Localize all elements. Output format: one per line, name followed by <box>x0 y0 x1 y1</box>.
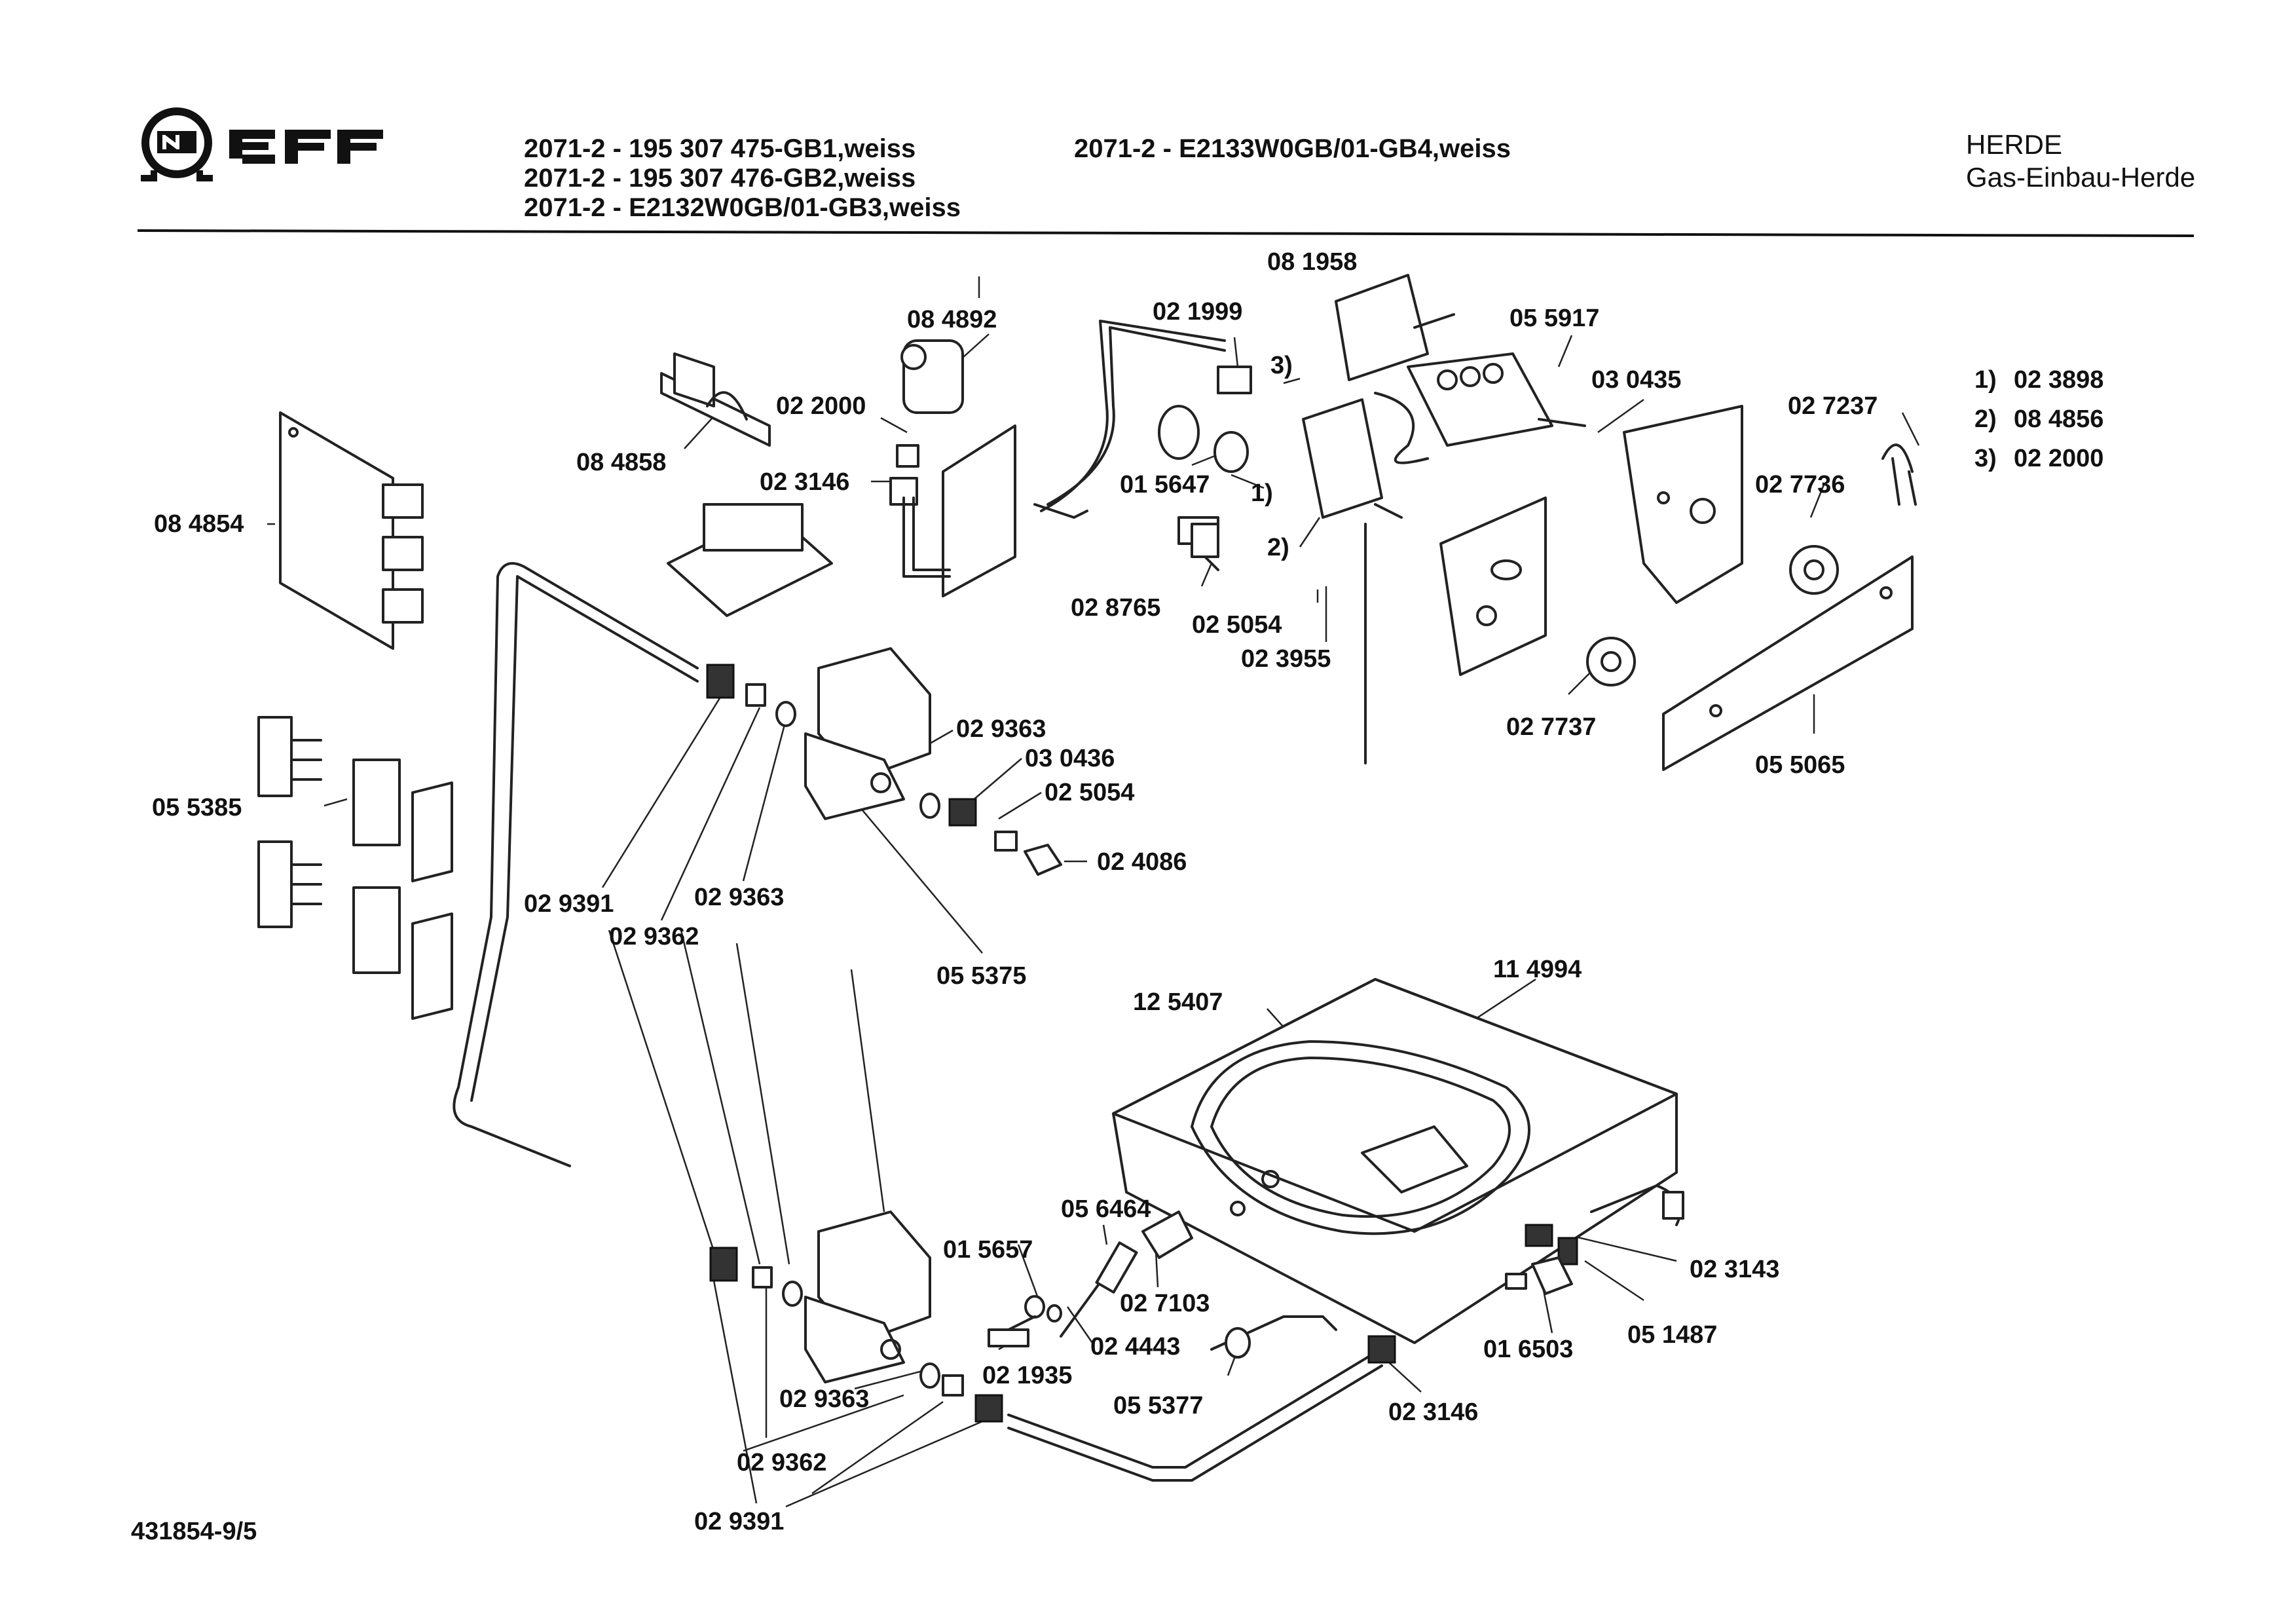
callout-029363a: 02 9363 <box>956 715 1046 743</box>
upper-fittings-part <box>706 664 796 727</box>
callout-030436: 03 0436 <box>1025 745 1115 772</box>
solenoid-valve-upper <box>804 647 1062 876</box>
callout-084854: 08 4854 <box>154 510 244 538</box>
document-number: 431854-9/5 <box>131 1518 257 1545</box>
callout-024086: 02 4086 <box>1097 848 1187 876</box>
mounting-strip-part <box>1662 555 1914 771</box>
callout-027736: 02 7736 <box>1755 471 1845 498</box>
callout-k2: 2) <box>1267 534 1289 561</box>
gas-pipe-part <box>453 562 699 1167</box>
callout-022000: 02 2000 <box>776 392 866 420</box>
callout-023955: 02 3955 <box>1241 645 1331 673</box>
callout-k1: 1) <box>1251 479 1273 507</box>
callout-056464: 05 6464 <box>1061 1195 1151 1223</box>
model-line-3: 2071-2 - E2132W0GB/01-GB3,weiss <box>524 193 961 222</box>
callout-030435: 03 0435 <box>1591 366 1681 394</box>
callout-k3: 3) <box>1270 352 1293 379</box>
callout-055385: 05 5385 <box>152 794 242 821</box>
model-line-4: 2071-2 - E2133W0GB/01-GB4,weiss <box>1074 134 1511 163</box>
legend-key-1: 1) <box>1974 366 1997 394</box>
thermostat-part <box>1335 274 1455 464</box>
callout-025054a: 02 5054 <box>1192 611 1282 639</box>
callout-023146b: 02 3146 <box>1388 1398 1478 1426</box>
legend-key-3: 3) <box>1974 445 1997 472</box>
legend-part-1: 02 3898 <box>2014 366 2103 394</box>
model-line-2: 2071-2 - 195 307 476-GB2,weiss <box>524 164 916 193</box>
callout-029363b: 02 9363 <box>694 884 784 911</box>
callout-024443: 02 4443 <box>1090 1333 1180 1361</box>
callout-084858: 08 4858 <box>576 449 666 476</box>
callout-029391a: 02 9391 <box>524 890 614 918</box>
callout-027737: 02 7737 <box>1506 713 1596 741</box>
callout-021999: 02 1999 <box>1153 298 1242 326</box>
callout-055917: 05 5917 <box>1509 305 1599 332</box>
callout-025054b: 02 5054 <box>1045 779 1134 806</box>
legend-key-2: 2) <box>1974 405 1997 433</box>
legend-part-2: 08 4856 <box>2014 405 2103 433</box>
thermocouple-part <box>988 1210 1193 1347</box>
callout-114994: 11 4994 <box>1493 956 1582 983</box>
callout-029362a: 02 9362 <box>609 923 699 950</box>
igniter-part <box>660 352 833 617</box>
callout-051487: 05 1487 <box>1627 1321 1717 1349</box>
callout-023143: 02 3143 <box>1690 1256 1779 1283</box>
mounting-bracket-part <box>1623 405 1743 604</box>
callout-027237: 02 7237 <box>1788 392 1878 420</box>
callout-029363c: 02 9363 <box>779 1385 869 1413</box>
callout-125407: 12 5407 <box>1133 988 1223 1016</box>
callout-023146a: 02 3146 <box>760 468 849 496</box>
callout-021935: 02 1935 <box>982 1362 1072 1389</box>
model-line-1: 2071-2 - 195 307 475-GB1,weiss <box>524 134 916 163</box>
knob-parts <box>1586 443 1917 686</box>
subcategory-title: Gas-Einbau-Herde <box>1966 162 2196 193</box>
header-rule <box>137 229 2194 237</box>
callout-029391b: 02 9391 <box>694 1508 784 1535</box>
gas-tap-part <box>1158 366 1403 764</box>
callout-labels: 08 1958 02 1999 05 5917 08 4892 3) 03 04… <box>152 248 1878 1535</box>
callout-055065: 05 5065 <box>1755 751 1845 779</box>
category-title: HERDE <box>1966 129 2063 160</box>
lower-pipe-part <box>1007 1335 1396 1482</box>
oven-burner-tray-part <box>1112 978 1682 1344</box>
right-fittings-part <box>1505 1191 1684 1295</box>
neff-logo <box>141 107 383 181</box>
cover-plate-part <box>1191 497 1547 676</box>
switch-blocks-part <box>257 716 453 1020</box>
callout-029362b: 02 9362 <box>737 1449 826 1476</box>
callout-016503: 01 6503 <box>1483 1336 1573 1363</box>
gas-valve-part <box>889 320 1226 597</box>
selector-switch-part <box>1407 352 1586 447</box>
circuit-board-part <box>279 411 424 650</box>
callout-028765: 02 8765 <box>1071 594 1160 622</box>
burner-tube-part <box>1210 1315 1337 1359</box>
callout-055377: 05 5377 <box>1113 1392 1203 1419</box>
solenoid-valve-lower <box>709 1210 1003 1423</box>
legend-part-3: 02 2000 <box>2014 445 2103 472</box>
callout-027103: 02 7103 <box>1120 1290 1210 1317</box>
callout-084892: 08 4892 <box>907 306 997 333</box>
callout-055375: 05 5375 <box>936 962 1026 990</box>
callout-015657: 01 5657 <box>943 1236 1033 1264</box>
callout-081958: 08 1958 <box>1267 248 1357 276</box>
footnote-legend: 1) 02 3898 2) 08 4856 3) 02 2000 <box>1974 366 2103 472</box>
callout-015647a: 01 5647 <box>1120 471 1210 498</box>
